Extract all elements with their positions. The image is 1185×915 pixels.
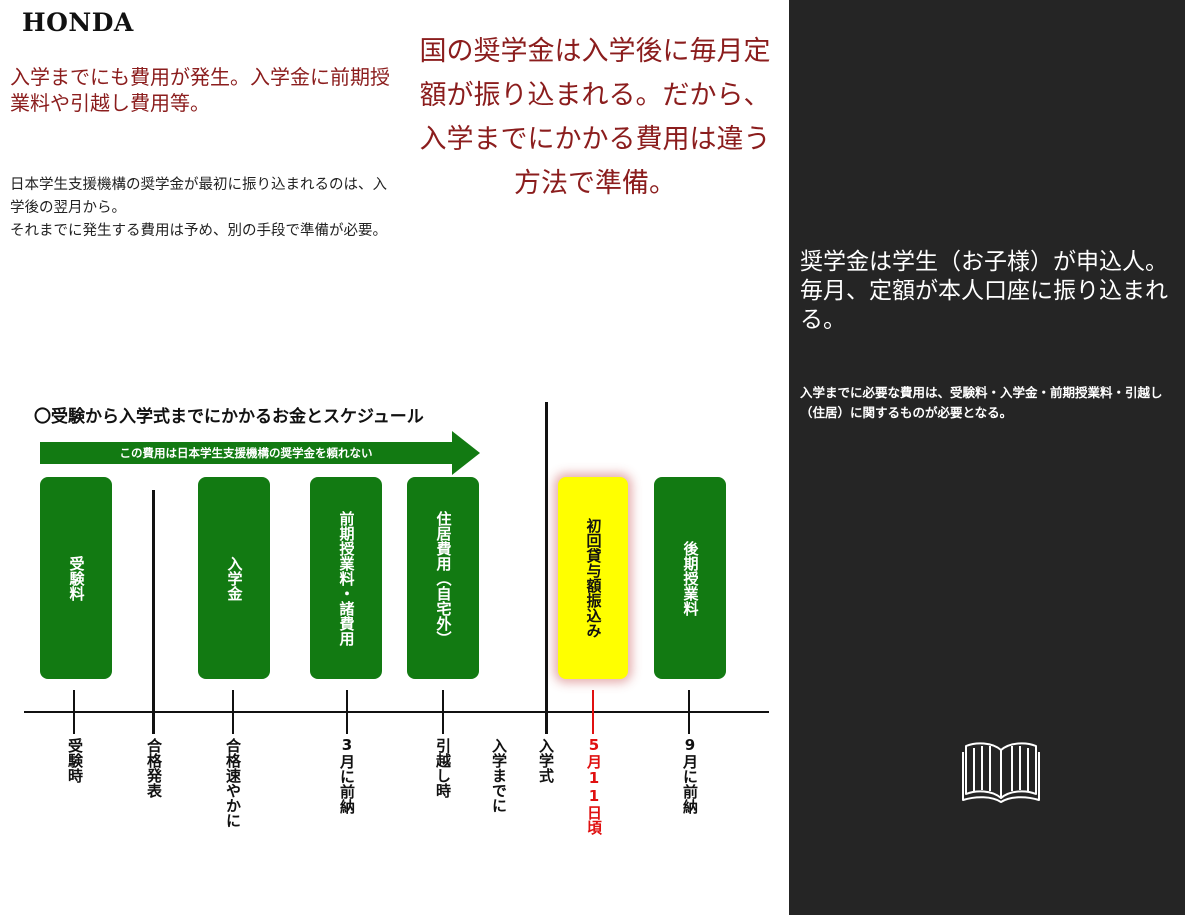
cost-box-admission-fee-label: 入学金 [225, 555, 244, 601]
tick-line-exam [73, 690, 75, 734]
tick-label-before-entry: 入学までに [490, 738, 508, 813]
tick-line-march [346, 690, 348, 734]
scholarship-arrow-head [452, 431, 480, 475]
panel-body: 入学までに必要な費用は、受験料・入学金・前期授業料・引越し（住居）に関するものが… [800, 385, 1163, 420]
tick-line-moving [442, 690, 444, 734]
tick-label-admission: 合格速やかに [224, 738, 242, 828]
cost-box-exam-fee-label: 受験料 [67, 555, 86, 601]
info-panel [789, 0, 1185, 915]
tick-line-may [592, 690, 594, 734]
cost-box-first-term-tuition-label: 前期授業料・諸費用 [337, 510, 356, 646]
tick-line-admission [232, 690, 234, 734]
cost-box-admission-fee: 入学金 [198, 477, 270, 679]
panel-heading: 奨学金は学生（お子様）が申込人。毎月、定額が本人口座に振り込まれる。 [800, 249, 1168, 333]
left-body-line-2: それまでに発生する費用は予め、別の手段で準備が必要。 [10, 223, 387, 239]
tick-label-may: 5月11日頃 [585, 736, 603, 835]
honda-logo: HONDA [22, 8, 134, 37]
schedule-title: 〇受験から入学式までにかかるお金とスケジュール [34, 407, 424, 427]
cost-box-second-term-tuition-label: 後期授業料 [681, 540, 700, 616]
scholarship-arrow-label: この費用は日本学生支援機構の奨学金を頼れない [119, 446, 373, 460]
tick-line-ceremony [545, 402, 548, 734]
cost-box-first-term-tuition: 前期授業料・諸費用 [310, 477, 382, 679]
cost-box-exam-fee: 受験料 [40, 477, 112, 679]
tick-line-result [152, 490, 155, 734]
cost-box-second-term-tuition: 後期授業料 [654, 477, 726, 679]
tick-label-march: 3月に前納 [338, 736, 356, 814]
cost-box-first-payment-label: 初回貸与額振込み [584, 518, 603, 638]
timeline-axis [24, 711, 769, 713]
tick-label-exam: 受験時 [66, 738, 84, 783]
tick-label-september: 9月に前納 [681, 736, 699, 814]
left-body: 日本学生支援機構の奨学金が最初に振り込まれるのは、入学後の翌月から。 それまでに… [10, 174, 390, 243]
tick-line-september [688, 690, 690, 734]
cost-box-housing: 住居費用（自宅外） [407, 477, 479, 679]
cost-box-housing-label: 住居費用（自宅外） [434, 510, 453, 646]
left-body-line-1: 日本学生支援機構の奨学金が最初に振り込まれるのは、入学後の翌月から。 [10, 177, 387, 216]
tick-label-ceremony: 入学式 [537, 738, 555, 783]
scholarship-arrow [40, 442, 452, 464]
tick-label-moving: 引越し時 [434, 738, 452, 798]
center-heading: 国の奨学金は入学後に毎月定額が振り込まれる。だから、入学までにかかる費用は違う方… [419, 36, 771, 199]
left-heading: 入学までにも費用が発生。入学金に前期授業料や引越し費用等。 [10, 65, 390, 115]
cost-box-first-payment: 初回貸与額振込み [558, 477, 628, 679]
tick-label-result: 合格発表 [145, 738, 163, 798]
book-icon [960, 738, 1042, 806]
